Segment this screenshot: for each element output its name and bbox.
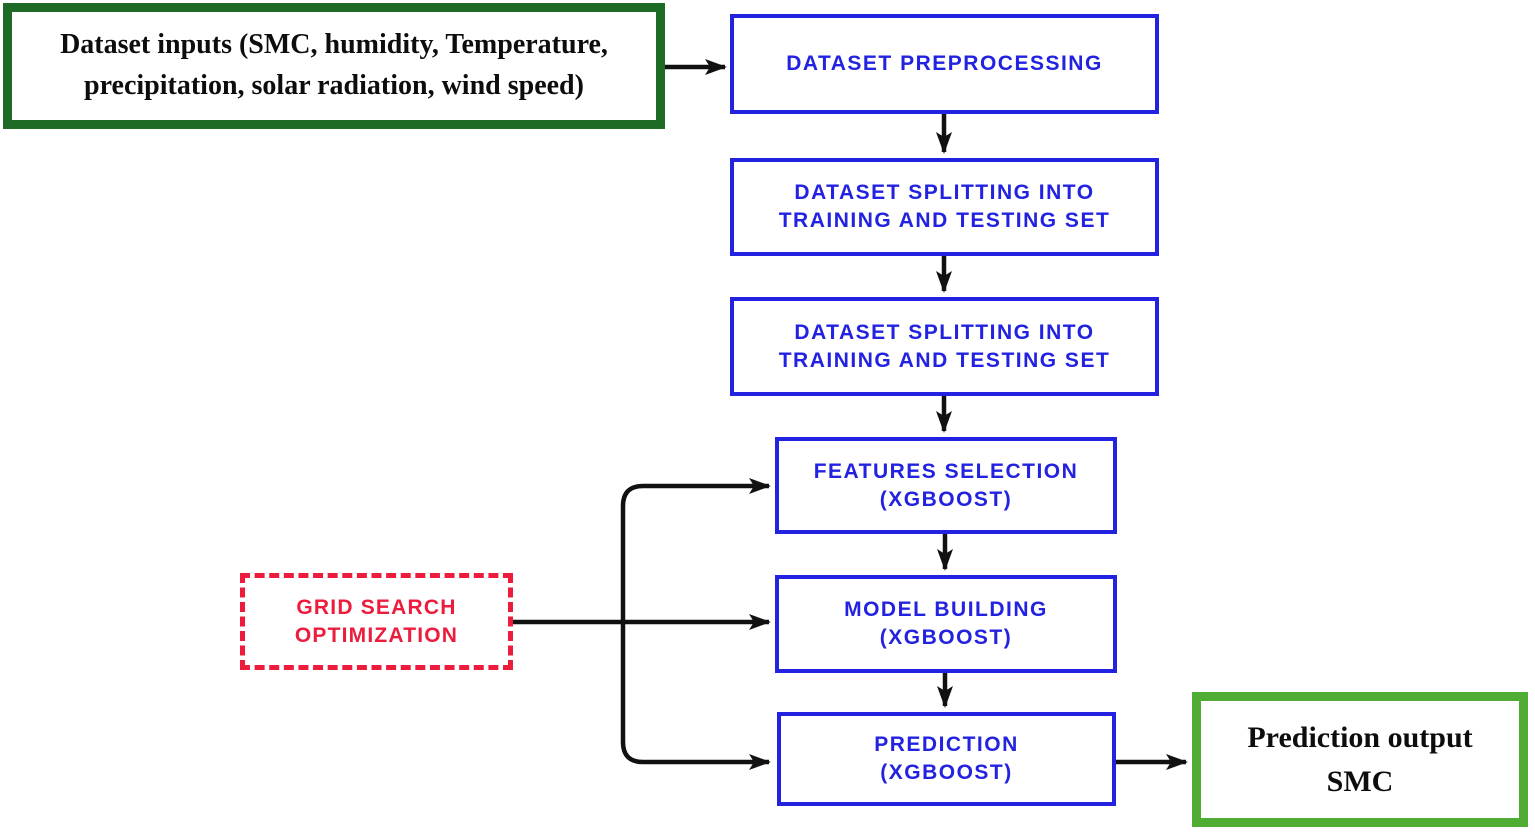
grid-search-optimization-node: GRID SEARCH OPTIMIZATION — [240, 573, 513, 670]
dataset-splitting-node-2: DATASET SPLITTING INTO TRAINING AND TEST… — [730, 297, 1159, 396]
prediction-label-line1: PREDICTION — [874, 733, 1019, 757]
features-selection-label-line1: FEATURES SELECTION — [813, 459, 1079, 483]
prediction-output-node: Prediction output SMC — [1192, 692, 1528, 827]
arrow-gridsearch-to-features — [620, 478, 771, 622]
dataset-splitting-node-1: DATASET SPLITTING INTO TRAINING AND TEST… — [730, 158, 1159, 256]
dataset-inputs-label-line1: Dataset inputs (SMC, humidity, Temperatu… — [60, 29, 608, 61]
arrow-gridsearch-to-prediction — [620, 622, 771, 770]
dataset-splitting-2-label-line1: DATASET SPLITTING INTO — [794, 320, 1095, 344]
features-selection-node: FEATURES SELECTION (XGBOOST) — [775, 437, 1117, 534]
prediction-output-label-line1: Prediction output — [1247, 721, 1473, 754]
grid-search-label-line1: GRID SEARCH — [296, 596, 457, 620]
prediction-output-label-line2: SMC — [1326, 764, 1394, 798]
dataset-splitting-1-label-line1: DATASET SPLITTING INTO — [794, 181, 1095, 205]
dataset-preprocessing-label: DATASET PREPROCESSING — [786, 52, 1103, 76]
prediction-label-line2: (XGBOOST) — [880, 761, 1013, 784]
dataset-splitting-2-label-line2: TRAINING AND TESTING SET — [778, 348, 1111, 372]
dataset-preprocessing-node: DATASET PREPROCESSING — [730, 14, 1159, 114]
prediction-node: PREDICTION (XGBOOST) — [777, 712, 1116, 806]
model-building-node: MODEL BUILDING (XGBOOST) — [775, 575, 1117, 673]
dataset-inputs-node: Dataset inputs (SMC, humidity, Temperatu… — [3, 3, 665, 129]
dataset-inputs-label-line2: precipitation, solar radiation, wind spe… — [84, 70, 584, 101]
features-selection-label-line2: (XGBOOST) — [879, 487, 1013, 511]
model-building-label-line2: (XGBOOST) — [879, 626, 1013, 649]
grid-search-label-line2: OPTIMIZATION — [294, 623, 459, 647]
model-building-label-line1: MODEL BUILDING — [844, 598, 1048, 622]
dataset-splitting-1-label-line2: TRAINING AND TESTING SET — [778, 209, 1111, 232]
